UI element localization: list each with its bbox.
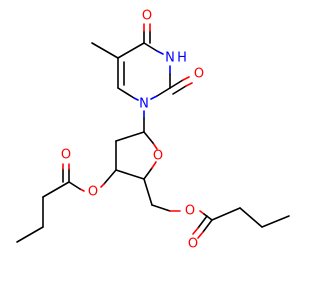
bond-c2-n1 <box>156 87 171 97</box>
bond-oring-c1prime-red <box>152 142 158 150</box>
bond-o5-ccarbonyl-red <box>199 210 205 215</box>
bond-c4-n3-n <box>156 50 164 55</box>
bond-c4prime-oring-red <box>151 161 157 169</box>
bond-c2-o-double <box>172 85 187 95</box>
bond-butyl3-1 <box>42 181 70 198</box>
bond-methyl <box>91 42 119 59</box>
atom-h-n3: H <box>177 51 187 66</box>
bond-carbonyl5-o <box>202 219 213 233</box>
atom-o-ester3: O <box>88 185 98 200</box>
bond-c4prime-oring <box>143 167 153 180</box>
bond-c6-n1 <box>117 87 135 99</box>
bond-c2-n1-n <box>150 95 158 100</box>
bond-oring-c1prime <box>143 131 154 144</box>
bond-c5-c4 <box>117 42 145 59</box>
bond-c4prime-c5prime <box>143 178 153 206</box>
bond-o3-ccarbonyl <box>68 181 81 190</box>
bond-c2-o-red <box>182 76 190 81</box>
bond-butyl5-3 <box>261 215 290 228</box>
atom-o-c2: O <box>194 67 204 82</box>
bond-c4-n3 <box>143 42 158 52</box>
bond-carbonyl5-o-red <box>197 231 204 239</box>
atom-o-ester5: O <box>185 204 195 219</box>
bond-c3prime-o3 <box>103 169 117 185</box>
atom-n1: N <box>139 97 149 112</box>
bond-carbonyl5-o-double-red <box>192 227 199 235</box>
bond-o5-ccarbonyl <box>203 213 213 221</box>
atom-o-c4: O <box>142 9 152 24</box>
atom-o-carbonyl5: O <box>188 237 198 252</box>
bond-c1prime-c2prime <box>115 131 145 142</box>
chemical-structure-drawing: O N H O N O O O O O <box>16 9 290 252</box>
bond-c6-n1-n <box>133 97 139 101</box>
atom-o-carbonyl3: O <box>61 148 71 163</box>
bond-c3prime-o3-red <box>100 183 105 188</box>
bond-butyl5-2 <box>239 207 263 228</box>
bond-c3prime-c4prime <box>115 169 145 180</box>
atom-o-ring: O <box>153 149 163 164</box>
bond-butyl5-1 <box>211 207 241 221</box>
bond-c2-o <box>169 79 184 89</box>
bond-c5prime-o5 <box>151 204 171 212</box>
bond-c2-o-double-red <box>185 82 193 87</box>
bond-butyl3-3 <box>16 226 44 243</box>
bond-carbonyl5-o-double <box>197 215 208 229</box>
atom-n3: N <box>165 51 175 66</box>
